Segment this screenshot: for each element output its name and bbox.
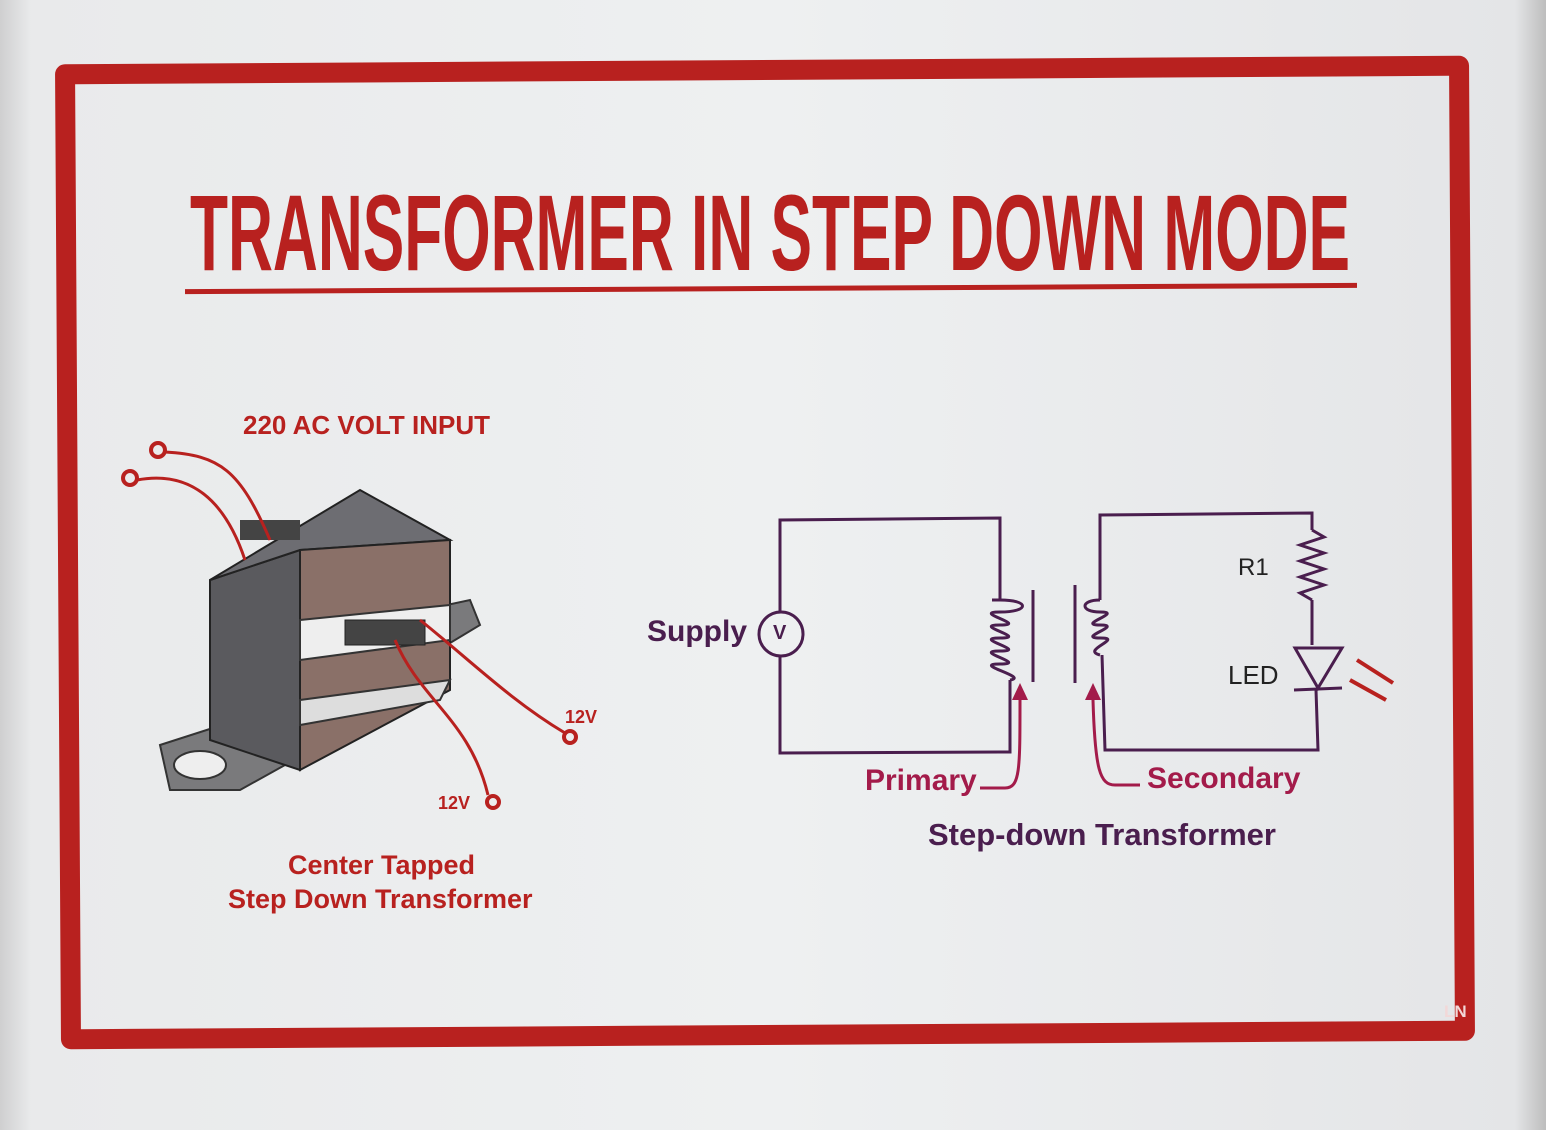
caption-line-2: Step Down Transformer [228,884,533,914]
secondary-arrowhead [1085,683,1101,700]
led-light-rays [1349,658,1395,702]
voltmeter-symbol [757,610,805,658]
footer-mark: LN [1444,1002,1467,1021]
meter-symbol: V [773,622,787,644]
supply-label: Supply [647,615,748,648]
output-label-1: 12V [565,707,598,727]
circuit-diagram [757,511,1345,755]
circuit-caption: Step-down Transformer [928,817,1276,852]
led-symbol [1292,646,1345,692]
primary-coil [990,598,1024,682]
caption-line-1: Center Tapped [288,850,476,880]
primary-label: Primary [865,764,977,797]
resistor-r1 [1295,528,1329,602]
output-label-2: 12V [438,793,471,813]
led-label: LED [1228,660,1279,690]
label-arrows [980,699,1140,790]
input-voltage-label: 220 AC VOLT INPUT [243,410,491,440]
resistor-label: R1 [1238,554,1269,581]
secondary-coil [1083,598,1110,657]
secondary-label: Secondary [1147,762,1301,795]
transformer-illustration [121,441,578,810]
poster-title-wrapper: TRANSFORMER IN STEP DOWN MODE [190,172,1350,280]
primary-arrowhead [1012,683,1028,700]
poster-title: TRANSFORMER IN STEP DOWN MODE [190,172,1350,280]
